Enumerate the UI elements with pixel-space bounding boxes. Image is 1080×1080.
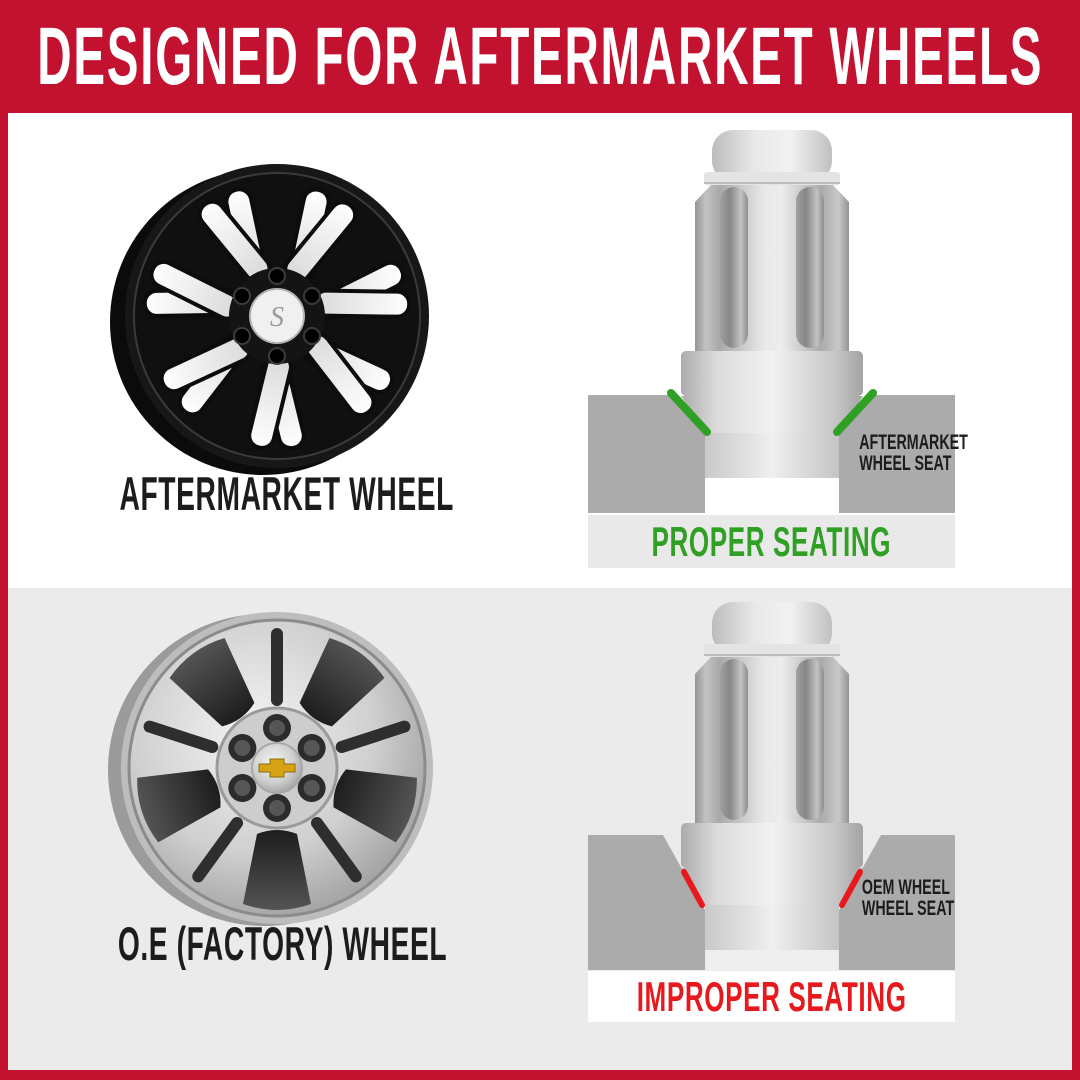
wheel-spokes: S: [137, 187, 417, 458]
aftermarket-wheel-label-wrap: AFTERMARKET WHEEL: [8, 466, 523, 521]
wheel-cross-section-right: [839, 835, 955, 970]
gap-line-right: [839, 869, 863, 908]
oem-seat-label: OEM WHEEL WHEEL SEAT: [861, 876, 955, 920]
contact-line-left: [667, 389, 711, 436]
proper-seating-diagram: [588, 130, 955, 513]
improper-seating-caption-band: IMPROPER SEATING: [588, 971, 955, 1022]
brand-letter: S: [270, 302, 284, 333]
proper-seating-caption: PROPER SEATING: [651, 517, 892, 565]
wheel-cross-section-right: [839, 395, 955, 513]
oe-wheel-image: [104, 612, 445, 943]
center-cap: [249, 288, 305, 344]
page-title: DESIGNED FOR AFTERMARKET WHEELS: [36, 10, 1044, 102]
lug-nut-holes: [223, 714, 331, 822]
bowtie-emblem-icon: [258, 758, 296, 778]
aftermarket-wheel-image: S: [110, 164, 429, 475]
improper-seating-caption: IMPROPER SEATING: [636, 972, 907, 1020]
improper-seating-diagram: [588, 602, 955, 970]
oe-wheel-label: O.E (FACTORY) WHEEL: [117, 917, 448, 970]
wheel-cross-section-left: [588, 835, 705, 970]
aftermarket-wheel-label: AFTERMARKET WHEEL: [119, 467, 454, 520]
header-banner: DESIGNED FOR AFTERMARKET WHEELS: [0, 0, 1080, 113]
aftermarket-seat-label: AFTERMARKET WHEEL SEAT: [859, 431, 968, 475]
contact-line-right: [833, 389, 877, 436]
oe-wheel-label-wrap: O.E (FACTORY) WHEEL: [8, 916, 523, 971]
gap-line-left: [681, 869, 705, 908]
oe-wheel-spokes: [104, 619, 445, 943]
proper-seating-caption-band: PROPER SEATING: [588, 515, 955, 568]
wheel-cross-section-left: [588, 395, 705, 513]
